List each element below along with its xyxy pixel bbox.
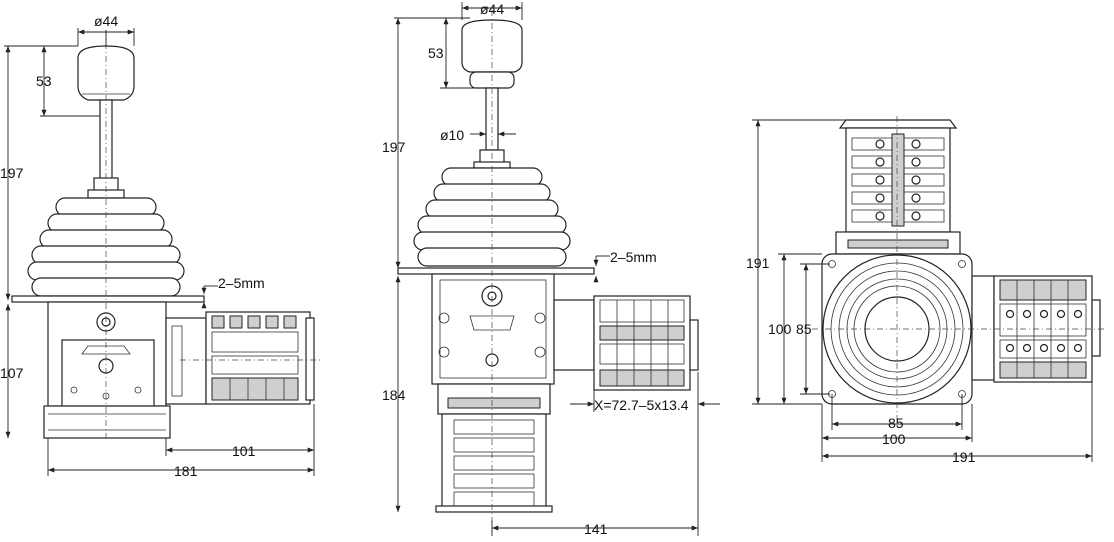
base [43,405,171,439]
side-view-middle: ø44 53 197 ø10 2–5mm 184 X=72.7–5x13.4 1… [382,1,720,537]
dim-overall-width: 191 [952,449,976,465]
dim-inner-height-a: 100 [768,321,792,337]
dim-stroke: 2–5mm [610,249,657,265]
dim-shaft-diameter: ø10 [440,127,464,143]
lower-module [441,413,547,511]
dim-x-formula: X=72.7–5x13.4 [594,397,689,413]
dim-inner-width-b: 100 [882,431,906,447]
dim-knob-diameter: ø44 [94,13,118,29]
dim-upper-height: 197 [382,139,406,155]
dim-module-width: 101 [232,443,256,459]
top-view-right: 191 100 85 85 100 191 [746,116,1104,465]
dim-overall-width: 141 [584,521,608,537]
side-view-left: ø44 53 197 107 2–5mm 101 181 [0,13,320,479]
dim-knob-height: 53 [428,45,444,61]
dim-lower-height: 184 [382,387,406,403]
dim-lower-height: 107 [0,365,24,381]
dim-inner-height-b: 85 [796,321,812,337]
dim-overall-width: 181 [174,463,198,479]
dim-knob-diameter: ø44 [480,1,504,17]
dim-overall-height: 191 [746,255,770,271]
mounting-plate [397,267,595,275]
dim-stroke: 2–5mm [218,275,265,291]
dim-upper-height: 197 [0,165,24,181]
mounting-plate [11,295,205,303]
dim-inner-width-a: 85 [888,415,904,431]
dim-knob-height: 53 [36,73,52,89]
